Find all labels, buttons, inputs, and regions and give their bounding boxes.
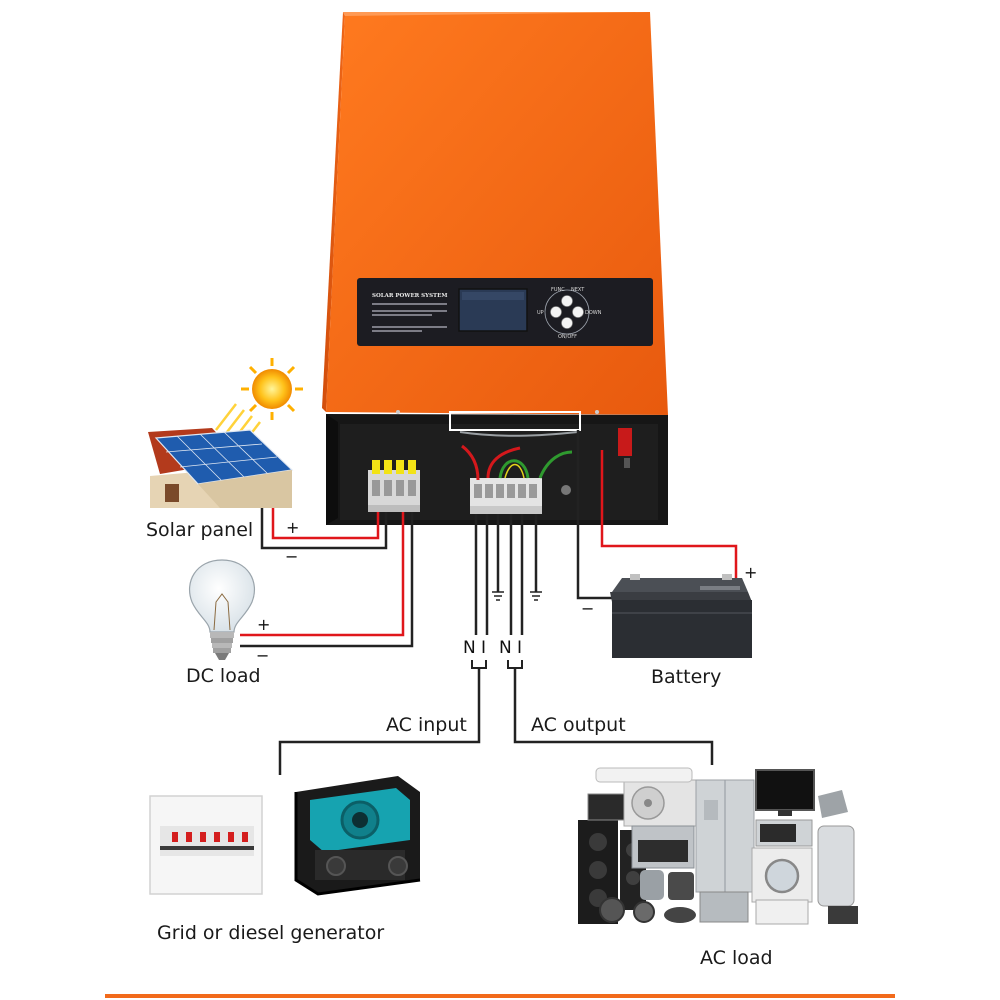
battery-negative-wire: [576, 430, 622, 600]
inverter: SOLAR POWER SYSTEM FUNC NEXT UP DOWN ON/…: [322, 12, 668, 525]
wires: [240, 430, 738, 775]
ac-output-label: AC output: [531, 714, 626, 736]
ac-output-wire: [513, 668, 714, 765]
ac-input-label: AC input: [386, 714, 467, 736]
ac-input-wire: [278, 668, 481, 775]
button-up[interactable]: [550, 306, 562, 318]
dc-load-plus-sign: +: [257, 615, 270, 634]
button-func[interactable]: [561, 295, 573, 307]
inverter-side: [322, 12, 345, 412]
lightbulb-icon: [188, 559, 256, 660]
terminal-box-side: [326, 414, 338, 525]
ac-terminal-block: [470, 478, 542, 514]
button-cluster: FUNC NEXT UP DOWN ON/OFF: [537, 287, 602, 340]
button-label-down: DOWN: [585, 310, 602, 316]
button-label-func: FUNC: [551, 287, 565, 293]
lcd-glare: [462, 292, 524, 300]
button-label-up: UP: [537, 310, 544, 316]
ac-input-l-terminal: I: [481, 638, 486, 658]
solar-negative-wire: [260, 508, 388, 550]
battery-breaker: [618, 428, 632, 456]
button-label-next: NEXT: [571, 287, 585, 293]
panel-spec-lines: [372, 303, 447, 332]
battery-label: Battery: [651, 666, 722, 688]
dc-load-positive-wire: [240, 512, 405, 637]
ground-symbol-input: [492, 591, 504, 601]
ac-output-l-terminal: I: [517, 638, 522, 658]
ac-output-n-terminal: N: [499, 638, 512, 658]
polarity-labels: + − + − + − N I N I: [256, 518, 757, 665]
ac-load-label: AC load: [700, 947, 773, 969]
panel-title: SOLAR POWER SYSTEM: [372, 293, 447, 299]
solar-panel-icon: [148, 428, 294, 508]
terminal-highlight: [449, 411, 581, 431]
sun-icon: [215, 358, 303, 449]
battery-minus-sign: −: [581, 599, 594, 618]
dc-terminal-block: [368, 460, 420, 512]
dc-load-minus-sign: −: [256, 646, 269, 665]
dc-load-label: DC load: [186, 665, 261, 687]
ac-input-n-terminal: N: [463, 638, 476, 658]
ground-symbol-output: [530, 591, 542, 601]
battery-positive-wire: [600, 450, 738, 580]
ac-appliances-icon: [578, 767, 858, 925]
inverter-front: [326, 12, 668, 415]
footer-accent-bar: [105, 994, 895, 998]
generator-icon: [294, 776, 421, 896]
solar-minus-sign: −: [285, 547, 298, 566]
breaker-box-icon: [149, 795, 263, 895]
solar-plus-sign: +: [286, 518, 299, 537]
solar-panel-label: Solar panel: [146, 519, 254, 541]
battery-plus-sign: +: [744, 563, 757, 582]
solar-positive-wire: [271, 508, 380, 540]
battery-icon: [610, 574, 752, 658]
grid-generator-label: Grid or diesel generator: [157, 922, 385, 944]
button-label-onoff: ON/OFF: [558, 334, 577, 340]
button-down[interactable]: [572, 306, 584, 318]
dc-load-negative-wire: [240, 512, 414, 648]
button-onoff[interactable]: [561, 317, 573, 329]
